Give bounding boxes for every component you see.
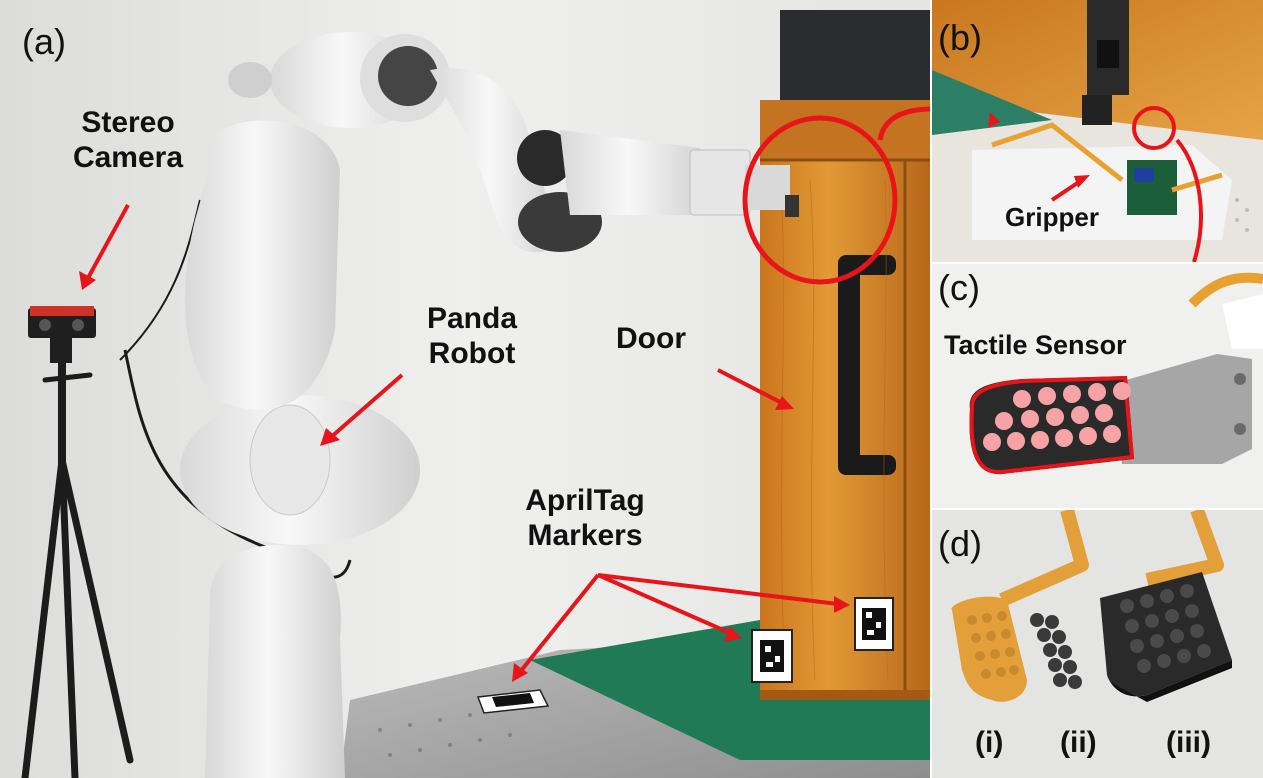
panda-robot-label-line2: Robot (428, 336, 516, 370)
arrow-icon (1175, 138, 1203, 262)
stereo-camera-label-line1: Stereo (81, 106, 175, 139)
gripper-closeup-illustration (932, 0, 1263, 262)
door-label: Door (616, 322, 686, 355)
stereo-camera (28, 306, 96, 363)
apriltag-marker-icon (854, 597, 894, 651)
wooden-door-cabinet (760, 100, 930, 700)
item-label-ii: (ii) (1060, 726, 1097, 759)
panel-d-sensor-components: (d) (i) (ii) (iii) (932, 510, 1263, 778)
arrow-icon (320, 373, 404, 446)
tactile-sensor-label: Tactile Sensor (944, 330, 1127, 360)
tactile-sensor-illustration (932, 264, 1263, 508)
gripper-label: Gripper (1005, 202, 1099, 232)
sensor-highlight-circle (1132, 106, 1176, 150)
apriltag-markers-label: AprilTag Markers (505, 484, 665, 553)
arrow-icon (79, 204, 130, 290)
door-handle (838, 255, 860, 475)
item-label-iii: (iii) (1166, 726, 1211, 759)
apriltag-label-line2: Markers (527, 518, 643, 552)
panda-robot-label-line1: Panda (426, 302, 518, 335)
lab-scene-illustration (0, 0, 930, 778)
stereo-camera-label: Stereo Camera (58, 106, 198, 175)
arrow-icon (717, 368, 794, 410)
arrow-icon (1050, 175, 1090, 202)
flex-circuit (951, 510, 1089, 702)
panel-a-lab-setup: (a) Stereo Camera Panda Robot Door April… (0, 0, 930, 778)
taxel-array (983, 382, 1131, 451)
apriltag-label-line1: AprilTag (525, 484, 645, 517)
panda-robot-arm (180, 32, 799, 778)
panel-c-tactile-sensor: (c) Tactile Sensor (932, 264, 1263, 508)
panel-label-b: (b) (938, 17, 982, 58)
panel-b-gripper-closeup: (b) Gripper (932, 0, 1263, 262)
tripod (21, 356, 134, 778)
apriltag-marker-icon (751, 629, 793, 683)
sensor-components-illustration (932, 510, 1263, 778)
stereo-camera-label-line2: Camera (72, 140, 184, 174)
arrow-icon (512, 573, 850, 682)
panel-label-d: (d) (938, 523, 982, 564)
panel-label-a: (a) (22, 21, 66, 62)
apriltag-marker-icon (476, 689, 550, 714)
contact-dots (1030, 613, 1082, 689)
panda-robot-label: Panda Robot (402, 302, 542, 371)
gripper-highlight-circle (742, 115, 898, 285)
arrow-icon (877, 106, 930, 141)
silicone-pad (1100, 572, 1232, 702)
panel-label-c: (c) (938, 267, 980, 308)
item-label-i: (i) (975, 726, 1004, 759)
